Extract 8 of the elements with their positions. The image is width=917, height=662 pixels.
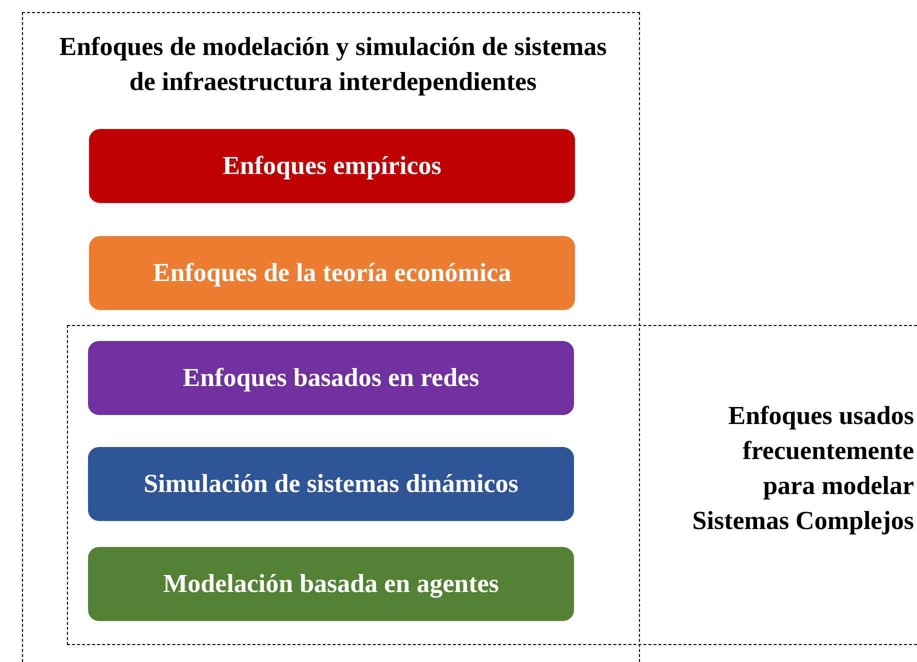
group-heading: Enfoques de modelación y simulación de sistemas de infraestructura interdependientes — [58, 31, 608, 98]
approach-box: Enfoques basados en redes — [88, 341, 574, 415]
approach-box: Enfoques empíricos — [89, 129, 575, 203]
approach-box: Simulación de sistemas dinámicos — [88, 447, 574, 521]
approach-box: Modelación basada en agentes — [88, 547, 574, 621]
dashed-group-frame — [22, 12, 640, 662]
approach-box: Enfoques de la teoría económica — [89, 236, 575, 310]
group-label: Enfoques usados frecuentemente para modelar Sistemas Complejos — [691, 400, 914, 537]
